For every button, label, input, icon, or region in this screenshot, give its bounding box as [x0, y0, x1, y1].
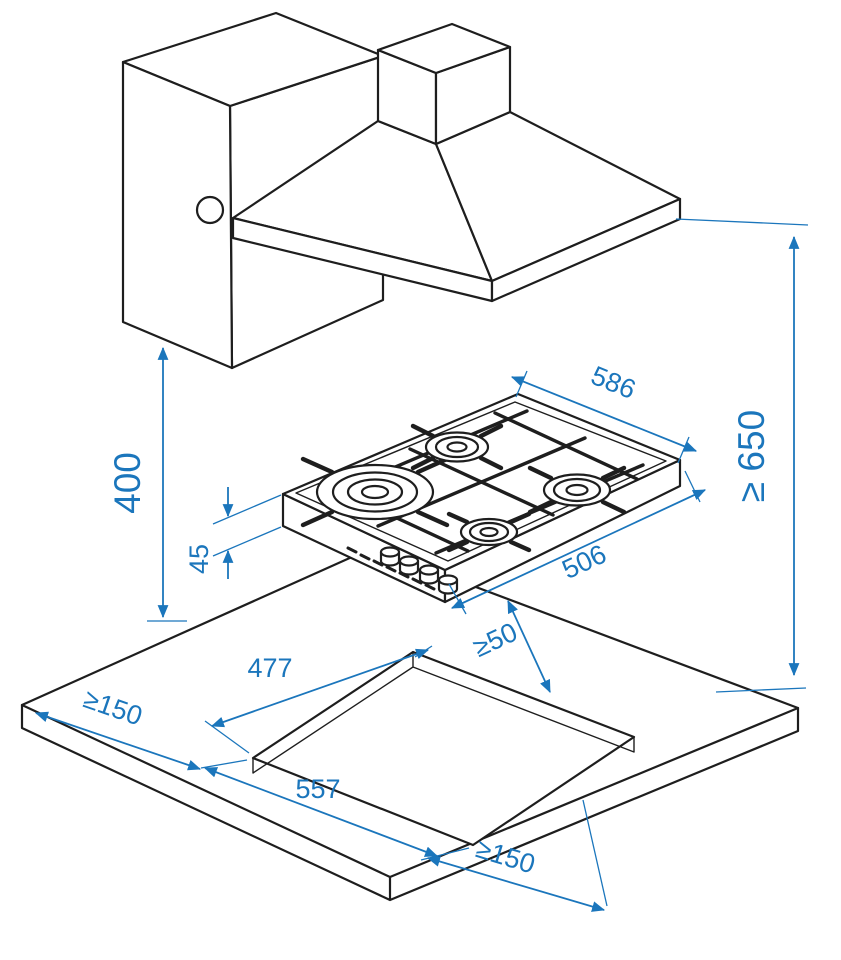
hob-rim-inner [295, 401, 667, 562]
knob [418, 564, 440, 576]
burner-cap [479, 526, 499, 538]
burner-cap [360, 484, 390, 500]
knob [437, 574, 459, 586]
cabinet-front-face [121, 60, 234, 370]
grate-finger [300, 456, 450, 528]
dim-label-586: 586 [587, 360, 640, 405]
vent-slot [398, 571, 410, 579]
dim-label-477: 477 [247, 653, 292, 683]
dim-line-477 [210, 648, 430, 728]
knob [379, 546, 401, 558]
dim-label-650: ≥ 650 [731, 410, 772, 502]
dim-label-506: 506 [557, 539, 611, 585]
vent-slot [424, 583, 436, 591]
dim-hood-to-surface: 400 [107, 346, 187, 622]
extension-line [515, 370, 528, 398]
dim-label-557: 557 [295, 774, 340, 804]
extension-line [212, 526, 282, 557]
extension-line [212, 494, 282, 525]
dim-hob-body-height: 45 [184, 487, 282, 579]
extension-line [200, 759, 248, 769]
cable-outlet [195, 195, 225, 225]
dim-label-45: 45 [184, 544, 214, 574]
dim-label-400: 400 [107, 452, 148, 514]
burner-wok [300, 456, 450, 528]
vent-slot [372, 559, 384, 567]
dim-line-50 [507, 600, 551, 693]
dim-clearance-above-hob: ≥ 650 [675, 218, 809, 693]
extension-line [677, 436, 690, 464]
dim-cutout-depth: 477 [204, 645, 433, 754]
burner-cap [565, 483, 589, 497]
dim-label-150-bottom: ≥150 [473, 833, 539, 879]
burner-cap [446, 441, 468, 453]
knob [398, 555, 420, 567]
dim-line-506 [451, 489, 706, 609]
extension-line [715, 687, 807, 693]
vent-slot [385, 565, 397, 573]
vent-slot [411, 577, 423, 585]
extension-line [675, 218, 809, 226]
dim-line-586 [510, 376, 698, 452]
cooker-hood [231, 22, 682, 303]
dim-cutout-width: 557 [200, 759, 470, 861]
hood-chimney-top-face [376, 22, 512, 75]
dim-line-150-left [34, 711, 202, 771]
burner-rear [410, 423, 504, 471]
vent-slot [346, 546, 358, 554]
burner-front [446, 511, 532, 553]
vent-slots [346, 546, 436, 591]
dim-line-557 [203, 767, 439, 857]
dim-line-150-bottom [426, 856, 606, 912]
vent-slot [359, 553, 371, 561]
grate-finger [410, 423, 504, 471]
burner-right [527, 465, 627, 515]
